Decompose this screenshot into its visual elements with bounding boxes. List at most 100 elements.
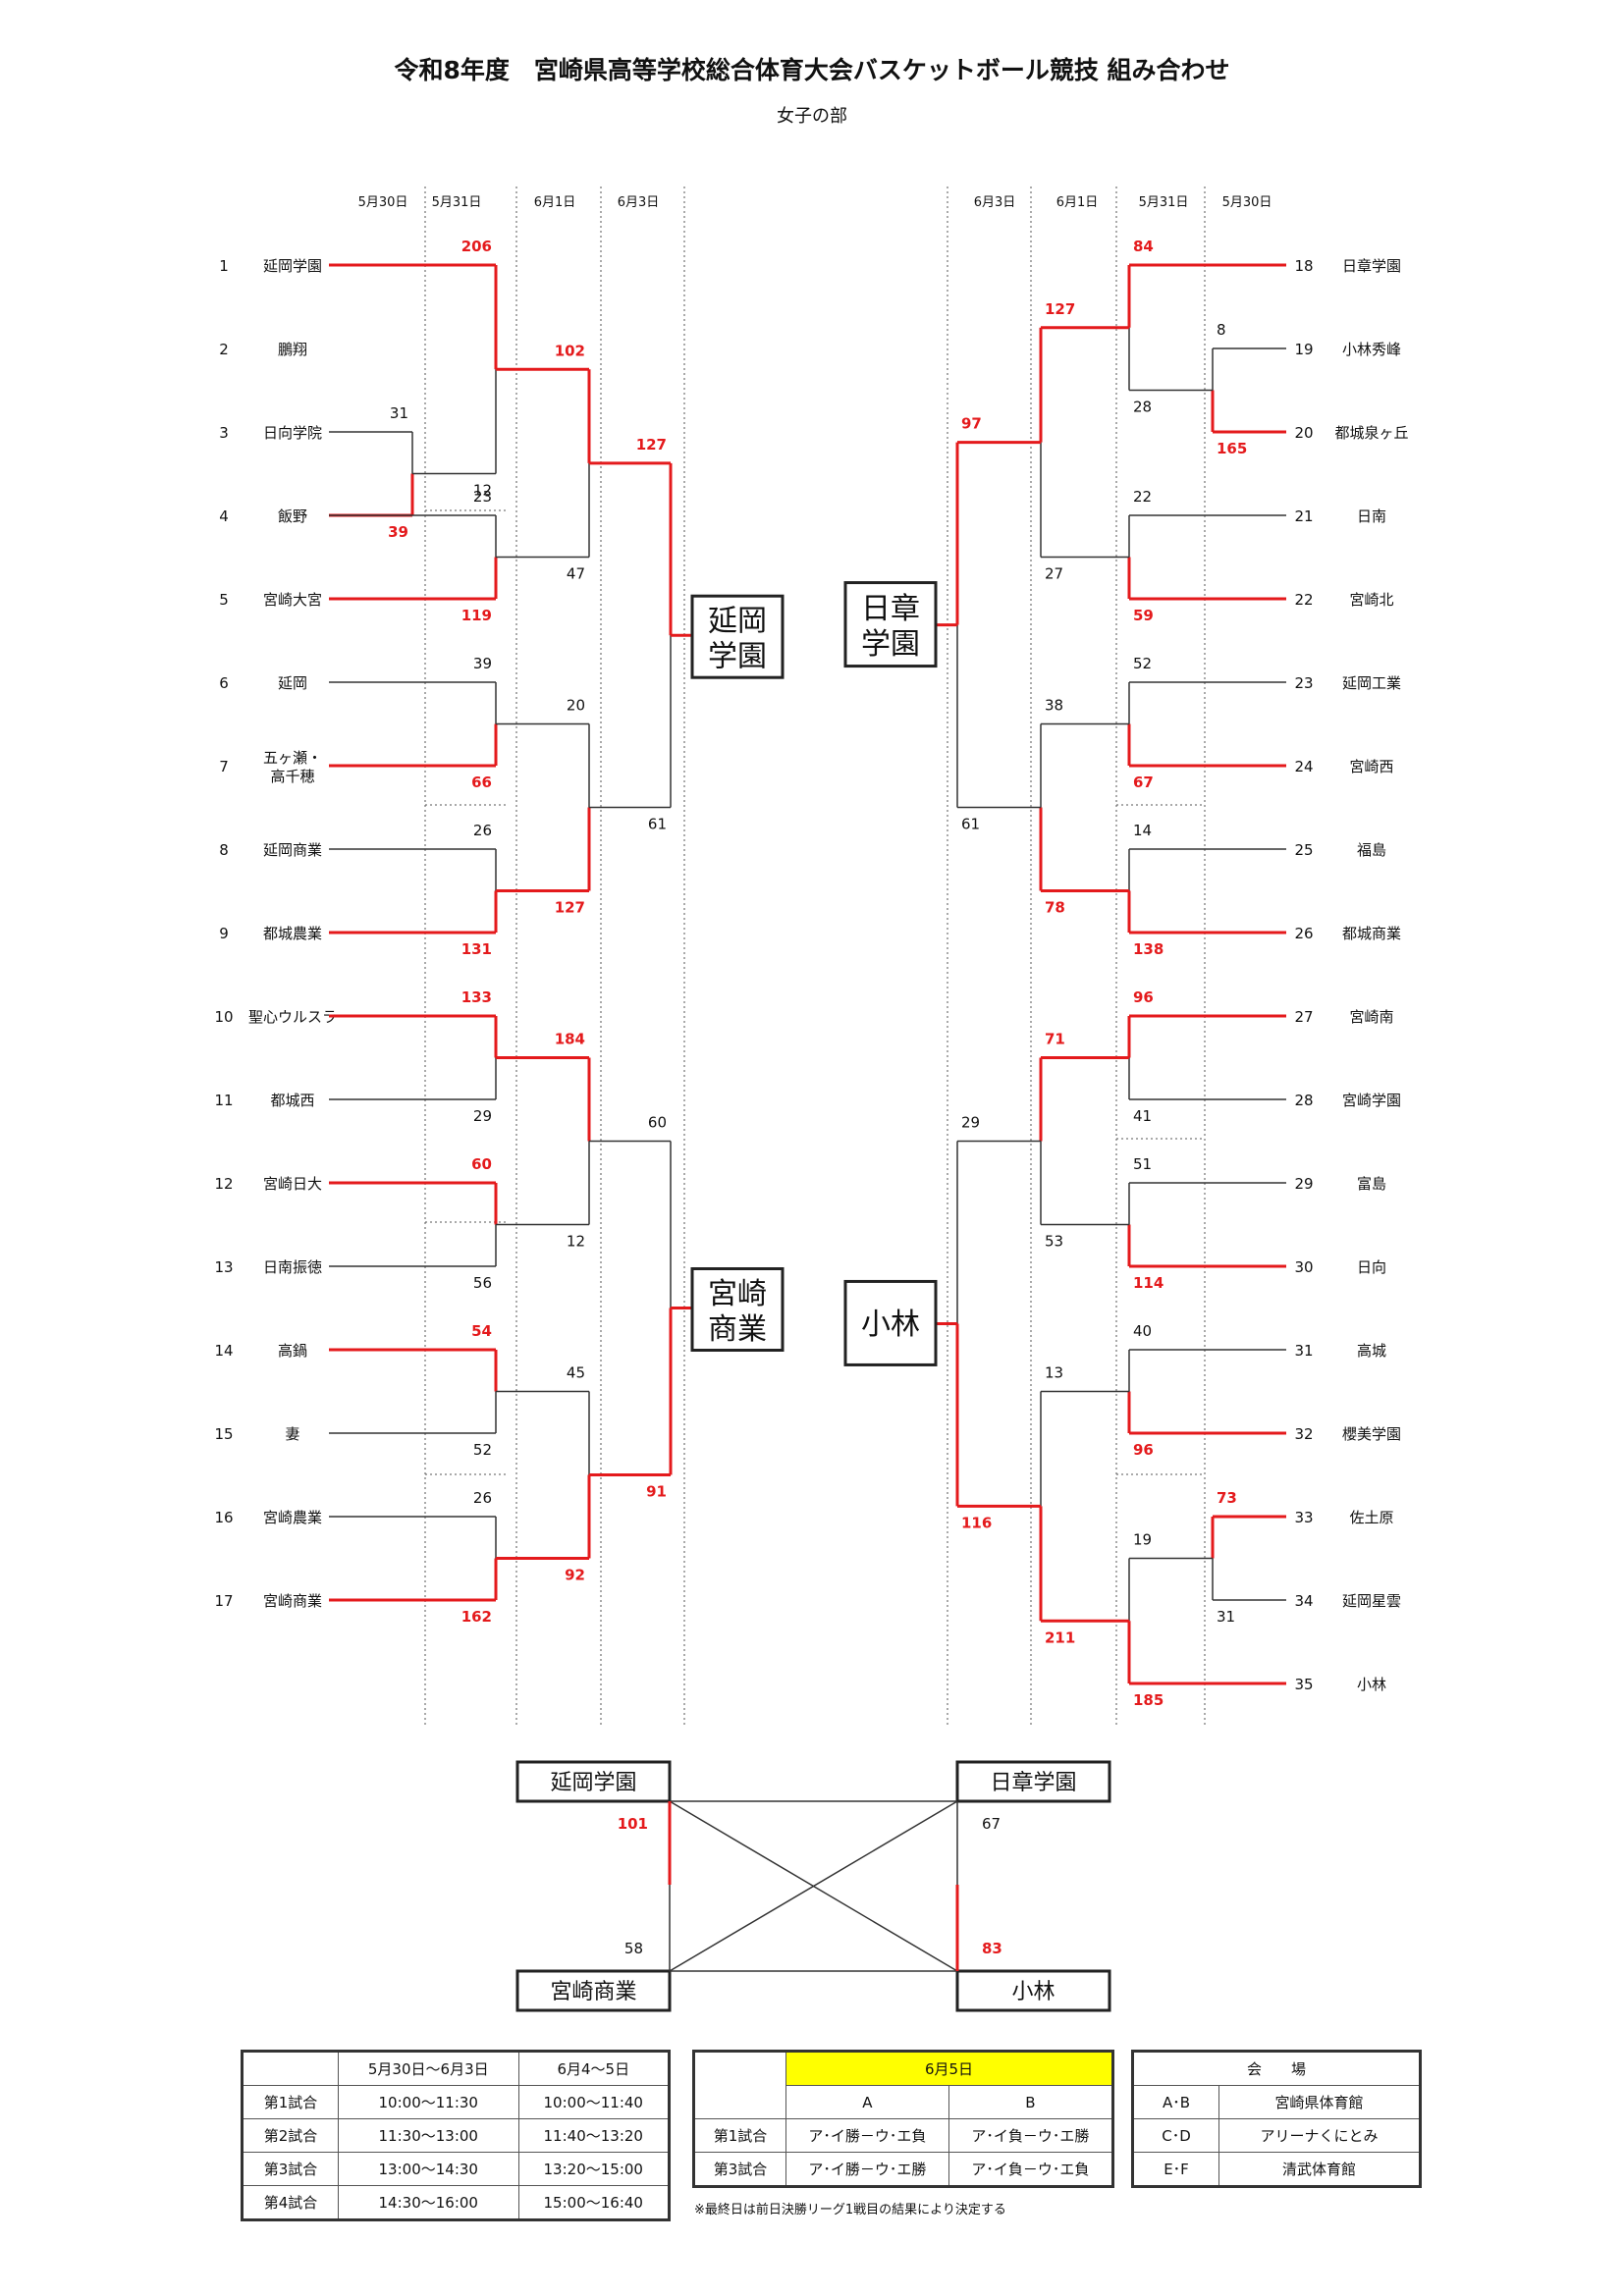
team-number: 21: [1294, 507, 1313, 525]
team-number: 32: [1294, 1425, 1313, 1443]
left-r1-0-score-top: 206: [461, 238, 492, 255]
table-row: E･F 清武体育館: [1132, 2152, 1421, 2187]
page-subtitle: 女子の部: [777, 106, 847, 127]
team-name: 日章学園: [1342, 257, 1401, 275]
winner-box-left-bottom: [690, 1267, 785, 1352]
winner-box-right-bottom-text: 小林: [861, 1308, 920, 1342]
schedule-cell: 第4試合: [242, 2185, 339, 2220]
team-name: 日向: [1357, 1258, 1386, 1276]
left-r1-6-score-top: 54: [471, 1322, 492, 1340]
team-number: 30: [1294, 1258, 1313, 1276]
right-r2-2-score-top: 71: [1045, 1031, 1065, 1048]
right-r1-3-score-top: 14: [1133, 822, 1152, 839]
team-name: 日南: [1357, 507, 1386, 525]
league-team-name: 小林: [1011, 1980, 1055, 2004]
league-team-name: 宮崎商業: [550, 1980, 636, 2004]
venue-name: 清武体育館: [1218, 2152, 1421, 2187]
winner-box-left-top: [690, 594, 785, 679]
left-r3-0-score-top: 127: [636, 436, 667, 454]
table-row: 第2試合 11:30～13:00 11:40～13:20: [242, 2118, 671, 2153]
left-r2-2-score-bottom: 12: [567, 1233, 585, 1251]
court-label: A: [785, 2085, 949, 2119]
right-r1-5-score-bottom: 114: [1133, 1274, 1164, 1292]
winner-box-left-bottom-text: 宮崎: [708, 1277, 767, 1311]
date-label: 6月1日: [1056, 195, 1099, 210]
team-number: 16: [214, 1509, 233, 1526]
league-score: 101: [618, 1815, 648, 1833]
league-score: 67: [982, 1815, 1001, 1833]
right-r3-0-score-top: 97: [961, 415, 982, 433]
league-team-box: [515, 1969, 672, 2012]
team-number: 15: [214, 1425, 233, 1443]
left-r1-3-score-bottom: 131: [461, 940, 492, 958]
schedule-cell: 10:00～11:40: [517, 2085, 671, 2119]
team-name: 延岡学園: [263, 257, 322, 275]
date-label: 5月31日: [432, 195, 482, 210]
right-r2-0-score-top: 127: [1045, 300, 1075, 318]
team-number: 23: [1294, 674, 1313, 692]
left-r3-0-score-bottom: 61: [648, 816, 667, 833]
league-score: 58: [624, 1940, 643, 1957]
court-label: B: [947, 2085, 1114, 2119]
left-r1-0-score-bottom: 12: [473, 482, 492, 500]
schedule-header-cell: 6月4～5日: [517, 2051, 671, 2086]
team-name: 妻: [285, 1425, 299, 1443]
final-day-cell: ア･イ勝－ウ･エ勝: [785, 2152, 949, 2187]
venue-header: 会 場: [1132, 2051, 1421, 2086]
left-r1-3-score-top: 26: [473, 822, 492, 839]
venue-table: 会 場 A･B 宮崎県体育館 C･D アリーナくにとみ E･F 清武体育館: [1131, 2050, 1422, 2188]
right-r3-0-score-bottom: 61: [961, 816, 980, 833]
team-name: 福島: [1357, 841, 1386, 859]
right-r1-2-score-bottom: 67: [1133, 774, 1154, 791]
team-number: 6: [219, 674, 229, 692]
left-r1-6-score-bottom: 52: [473, 1441, 492, 1459]
team-name: 延岡工業: [1342, 674, 1401, 692]
venue-court: E･F: [1132, 2152, 1219, 2187]
right-r1-7-score-bottom: 185: [1133, 1691, 1164, 1709]
team-name: 宮崎大宮: [263, 591, 322, 609]
team-name: 鵬翔: [278, 341, 307, 358]
winner-box-left-top-text: 延岡: [708, 605, 767, 639]
right-r2-3-score-bottom: 211: [1045, 1629, 1075, 1646]
league-score: 83: [982, 1940, 1002, 1957]
date-label: 6月3日: [974, 195, 1016, 210]
winner-box-left-top-text: 学園: [708, 640, 767, 674]
team-number: 25: [1294, 841, 1313, 859]
left-r2-1-score-top: 20: [567, 697, 585, 715]
right-r1-6-score-top: 40: [1133, 1322, 1152, 1340]
left-r2-2-score-top: 184: [555, 1031, 585, 1048]
winner-box-right-top-text: 学園: [861, 627, 920, 662]
venue-court: A･B: [1132, 2085, 1219, 2119]
team-name: 高鍋: [278, 1342, 307, 1360]
team-name: 櫻美学園: [1342, 1425, 1401, 1443]
league-team-box: [515, 1760, 672, 1803]
right-r1-4-score-top: 96: [1133, 988, 1154, 1006]
team-name: 聖心ウルスラ: [248, 1008, 337, 1026]
date-label: 6月1日: [534, 195, 576, 210]
right-r1-6-score-bottom: 96: [1133, 1441, 1154, 1459]
team-number: 4: [219, 507, 229, 525]
schedule-header-cell: [242, 2051, 339, 2086]
team-name: 宮崎日大: [263, 1175, 322, 1193]
team-number: 8: [219, 841, 229, 859]
schedule-cell: 15:00～16:40: [517, 2185, 671, 2220]
team-name: 佐土原: [1349, 1509, 1393, 1526]
final-day-note: ※最終日は前日決勝リーグ1戦目の結果により決定する: [694, 2203, 1006, 2217]
table-row: 第3試合 13:00～14:30 13:20～15:00: [242, 2152, 671, 2186]
team-name: 飯野: [278, 507, 307, 525]
team-name: 宮崎南: [1349, 1008, 1393, 1026]
schedule-cell: 13:20～15:00: [517, 2152, 671, 2186]
date-label: 5月31日: [1139, 195, 1189, 210]
team-number: 26: [1294, 925, 1313, 942]
table-row: 5月30日～6月3日 6月4～5日: [242, 2051, 671, 2086]
right-r3-1-score-top: 29: [961, 1114, 980, 1132]
team-name: 延岡: [278, 674, 307, 692]
team-name: 延岡商業: [263, 841, 322, 859]
league-team-box: [955, 1969, 1111, 2012]
team-name: 都城泉ヶ丘: [1334, 424, 1408, 442]
team-number: 22: [1294, 591, 1313, 609]
venue-court: C･D: [1132, 2118, 1219, 2153]
schedule-cell: 第1試合: [242, 2085, 339, 2119]
table-row: 第1試合 ア･イ勝－ウ･エ負 ア･イ負－ウ･エ勝: [693, 2118, 1114, 2153]
